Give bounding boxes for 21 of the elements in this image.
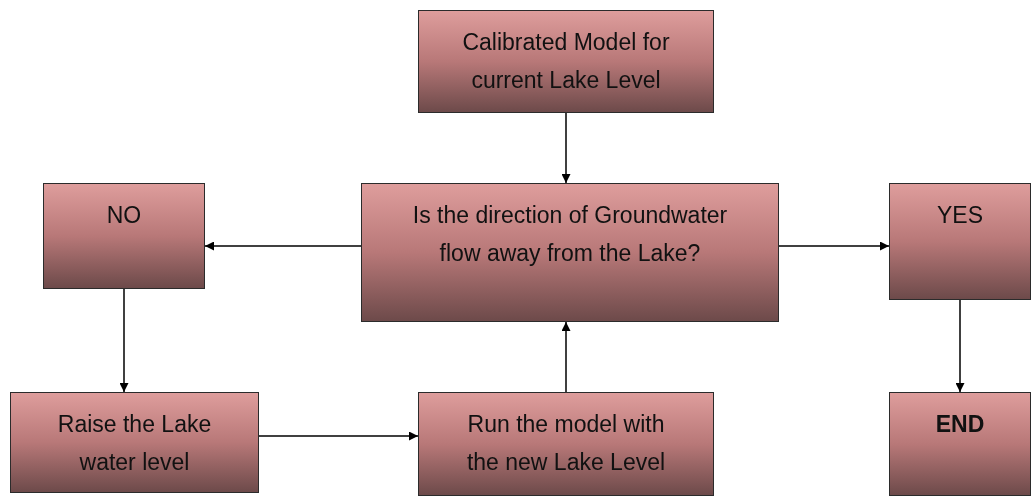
process-box — [418, 392, 714, 496]
process-box — [418, 10, 714, 113]
arrow — [561, 112, 571, 184]
process-box — [889, 183, 1031, 300]
box-label: Run the model with the new Lake Level — [465, 410, 667, 477]
arrow — [778, 241, 890, 251]
box-label: END — [935, 410, 985, 439]
arrow — [258, 431, 419, 441]
box-label: Calibrated Model for current Lake Level — [461, 28, 671, 95]
arrow — [561, 321, 571, 393]
box-label: Raise the Lake water level — [56, 410, 213, 477]
arrow — [204, 241, 362, 251]
process-box — [10, 392, 259, 493]
arrow — [119, 288, 129, 393]
box-label: Is the direction of Groundwater flow away from the Lake? — [411, 201, 729, 268]
box-label: NO — [106, 201, 142, 230]
decision-box — [361, 183, 779, 322]
process-box — [43, 183, 205, 289]
process-box — [889, 392, 1031, 496]
arrow — [955, 299, 965, 393]
box-label: YES — [937, 201, 983, 230]
